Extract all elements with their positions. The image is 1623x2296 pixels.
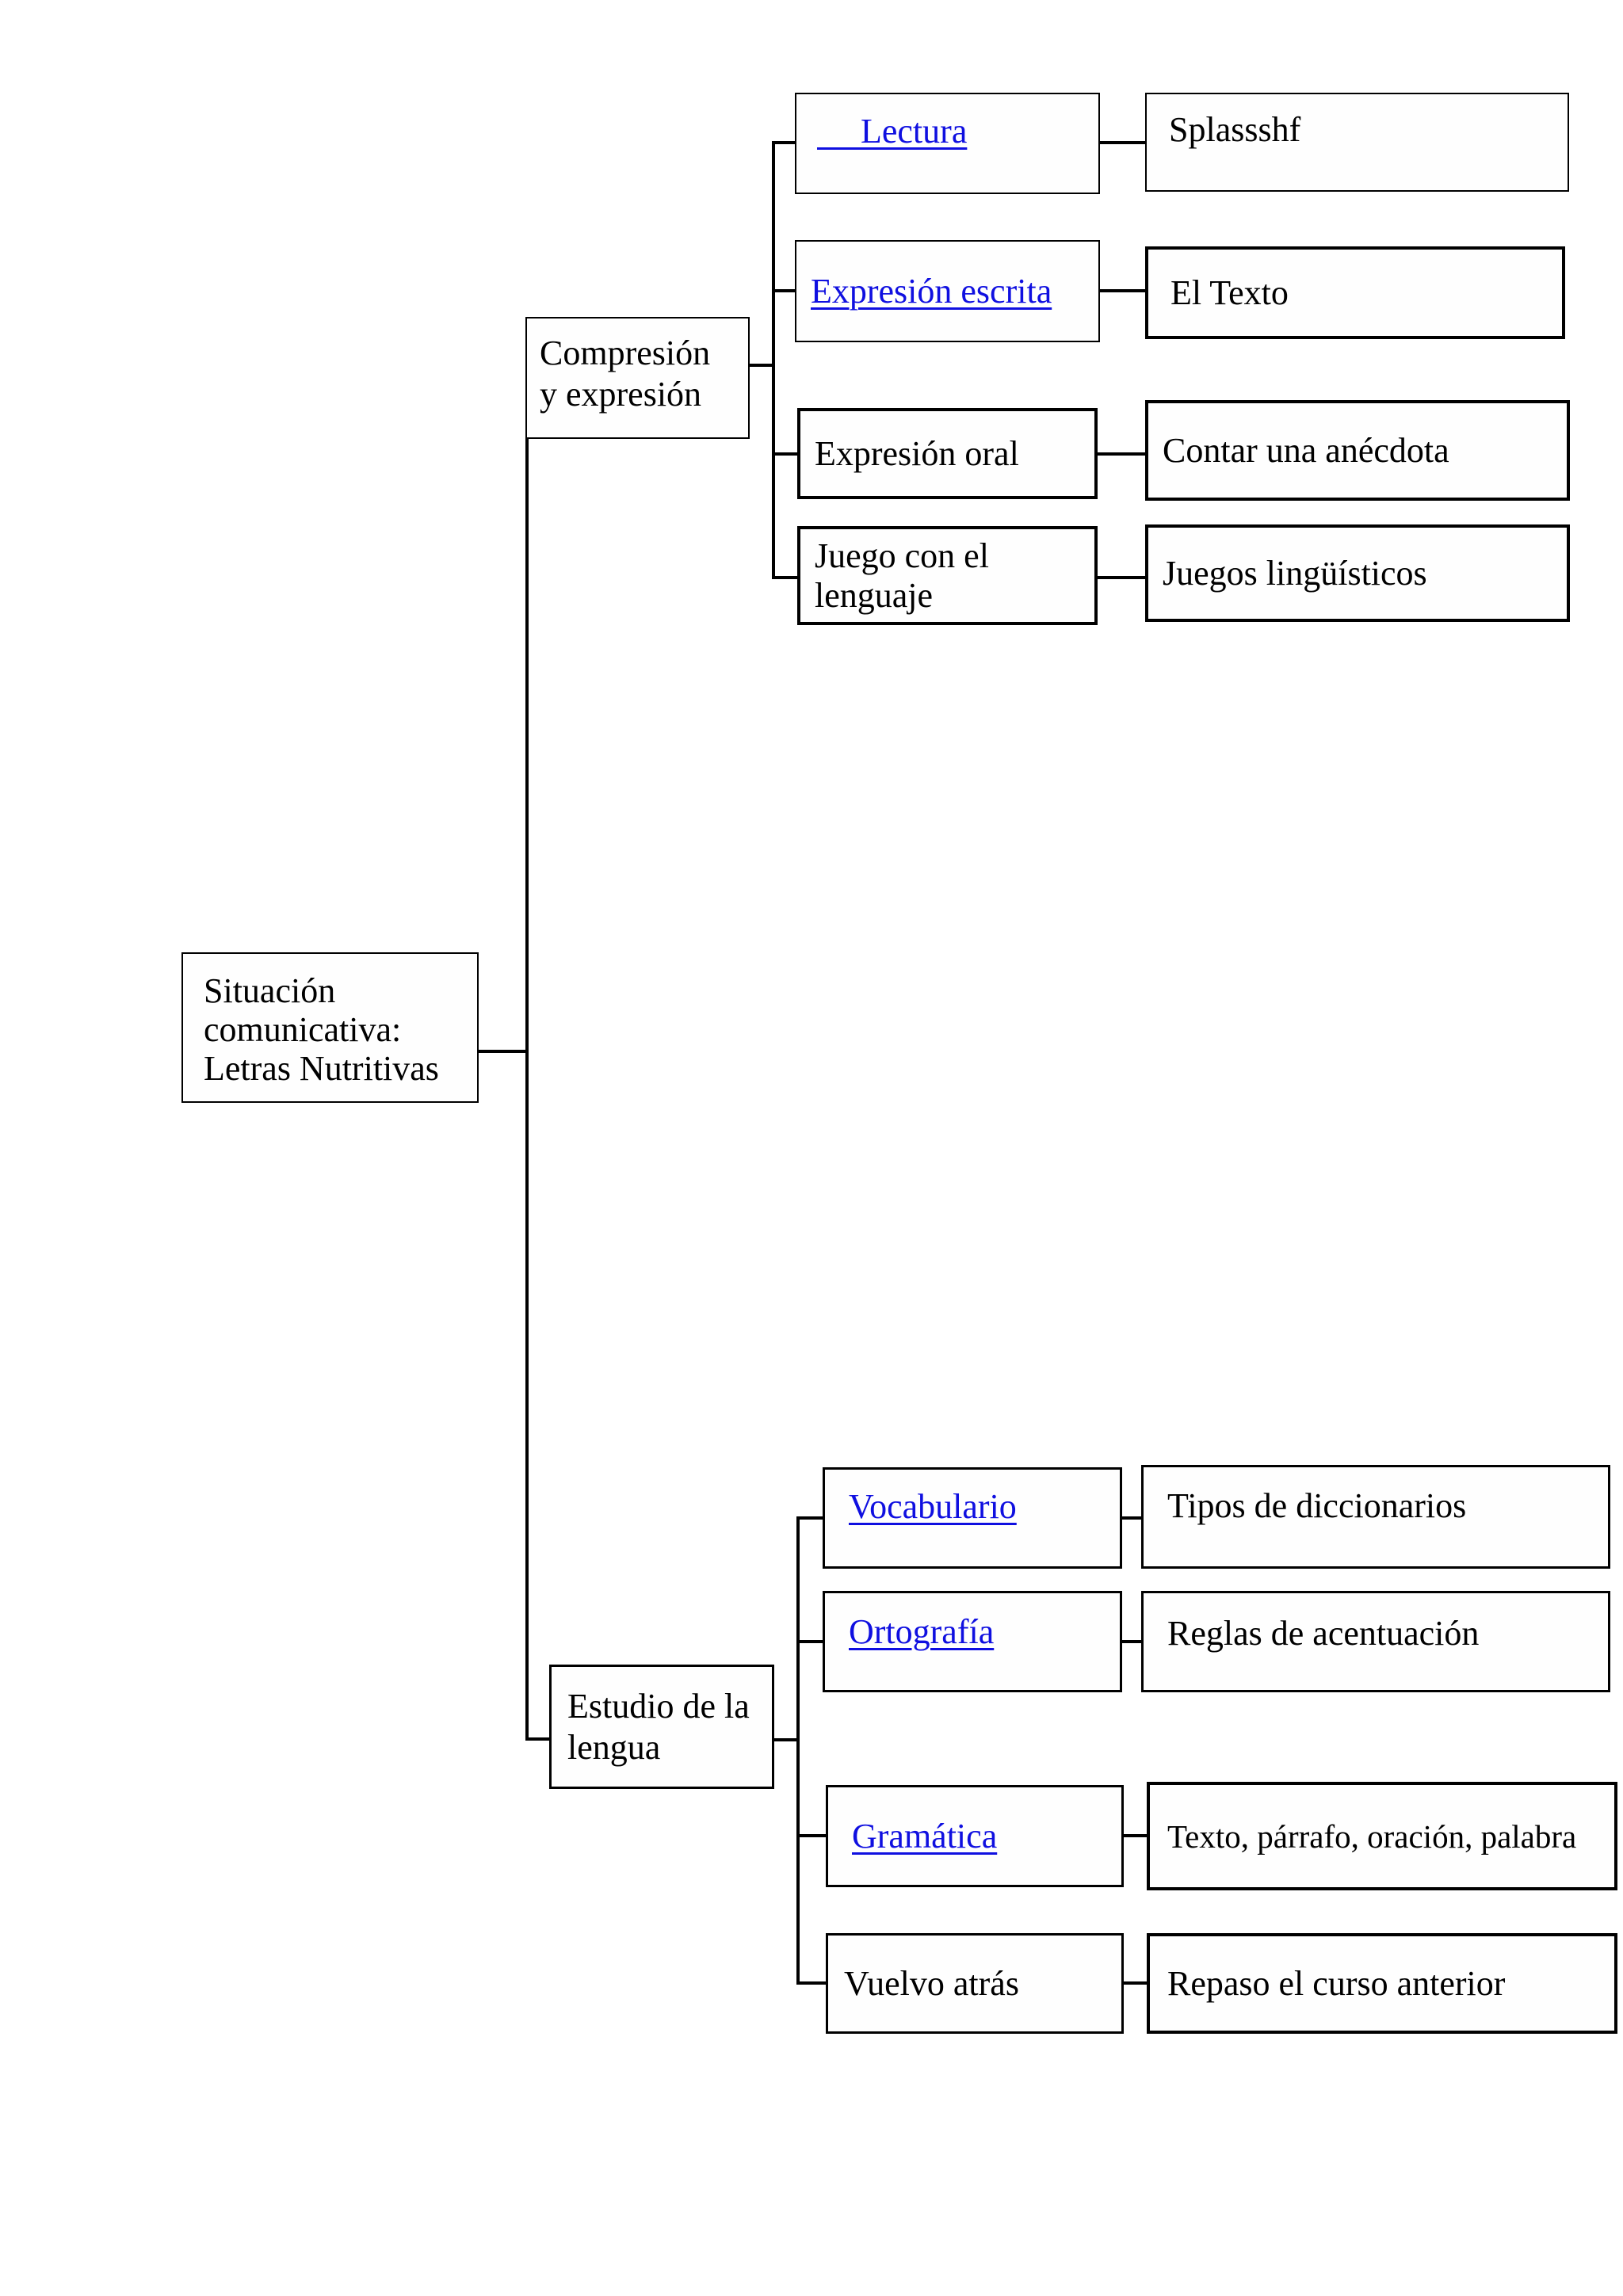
node-expresion-oral-label: Expresión oral xyxy=(815,433,1019,473)
node-outcome-tipos-diccionarios: Tipos de diccionarios xyxy=(1141,1465,1610,1569)
node-outcome-reglas-acentuacion: Reglas de acentuación xyxy=(1141,1591,1610,1692)
connector-bottom-spine xyxy=(796,1516,800,1985)
node-vuelvo-atras: Vuelvo atrás xyxy=(826,1933,1124,2034)
outcome-repaso-curso-label: Repaso el curso anterior xyxy=(1167,1963,1506,2003)
connector-root-to-trunk xyxy=(479,1050,529,1053)
node-group-estudio: Estudio de la lengua xyxy=(549,1665,774,1789)
node-vocabulario: Vocabulario xyxy=(823,1467,1122,1569)
node-root-label: Situación comunicativa: Letras Nutritiva… xyxy=(204,971,439,1088)
node-group-compresion-label: Compresión y expresión xyxy=(540,334,711,414)
outcome-tipos-diccionarios-label: Tipos de diccionarios xyxy=(1167,1486,1467,1525)
connector-vuelvo-outcome xyxy=(1124,1981,1148,1985)
outcome-splassshf-label: Splassshf xyxy=(1169,110,1301,149)
node-ortografia: Ortografía xyxy=(823,1591,1122,1692)
connector-stub-lectura xyxy=(772,141,795,144)
connector-ortografia-outcome xyxy=(1122,1640,1143,1643)
link-vocabulario[interactable]: Vocabulario xyxy=(849,1487,1017,1526)
node-outcome-el-texto: El Texto xyxy=(1145,246,1565,339)
node-vuelvo-atras-label: Vuelvo atrás xyxy=(844,1963,1019,2003)
node-gramatica: Gramática xyxy=(826,1785,1124,1887)
connector-trunk-to-group2 xyxy=(525,1737,551,1741)
outcome-reglas-acentuacion-label: Reglas de acentuación xyxy=(1167,1614,1480,1653)
link-expresion-escrita[interactable]: Expresión escrita xyxy=(811,271,1052,311)
connector-top-spine xyxy=(772,143,775,579)
outcome-texto-parrafo-label: Texto, párrafo, oración, palabra xyxy=(1167,1817,1577,1855)
connector-stub-expresion-escrita xyxy=(772,289,795,292)
connector-stub-vuelvo xyxy=(796,1981,826,1985)
connector-juego-outcome xyxy=(1098,576,1145,579)
connector-group1-to-spine xyxy=(750,364,775,367)
connector-group2-to-spine xyxy=(774,1738,800,1741)
connector-stub-gramatica xyxy=(796,1834,826,1837)
node-expresion-oral: Expresión oral xyxy=(797,408,1098,499)
node-root: Situación comunicativa: Letras Nutritiva… xyxy=(181,952,479,1103)
connector-expresion-oral-outcome xyxy=(1098,452,1145,456)
connector-stub-juego xyxy=(772,576,797,579)
node-juego-lenguaje-label: Juego con el lenguaje xyxy=(815,536,989,615)
outcome-el-texto-label: El Texto xyxy=(1170,273,1289,312)
connector-stub-vocabulario xyxy=(796,1516,823,1520)
connector-stub-expresion-oral xyxy=(772,452,797,456)
node-outcome-texto-parrafo: Texto, párrafo, oración, palabra xyxy=(1147,1782,1617,1890)
node-outcome-splassshf: Splassshf xyxy=(1145,93,1569,192)
node-expresion-escrita: Expresión escrita xyxy=(795,240,1100,342)
link-gramatica[interactable]: Gramática xyxy=(852,1816,998,1855)
link-lectura[interactable]: Lectura xyxy=(861,112,968,151)
connector-main-trunk xyxy=(525,439,529,1741)
connector-gramatica-outcome xyxy=(1124,1834,1148,1837)
connector-lectura-outcome xyxy=(1100,141,1145,144)
node-juego-lenguaje: Juego con el lenguaje xyxy=(797,526,1098,625)
connector-stub-ortografia xyxy=(796,1640,823,1643)
node-group-estudio-label: Estudio de la lengua xyxy=(567,1687,750,1767)
connector-expresion-escrita-outcome xyxy=(1100,289,1145,292)
connector-vocabulario-outcome xyxy=(1122,1516,1143,1520)
outcome-contar-anecdota-label: Contar una anécdota xyxy=(1163,430,1449,470)
outcome-juegos-linguisticos-label: Juegos lingüísticos xyxy=(1163,553,1427,593)
node-outcome-repaso-curso: Repaso el curso anterior xyxy=(1147,1933,1617,2034)
node-outcome-contar-anecdota: Contar una anécdota xyxy=(1145,400,1570,501)
node-outcome-juegos-linguisticos: Juegos lingüísticos xyxy=(1145,524,1570,622)
node-group-compresion: Compresión y expresión xyxy=(525,317,750,439)
node-lectura: Lectura xyxy=(795,93,1100,194)
link-ortografia[interactable]: Ortografía xyxy=(849,1612,995,1651)
